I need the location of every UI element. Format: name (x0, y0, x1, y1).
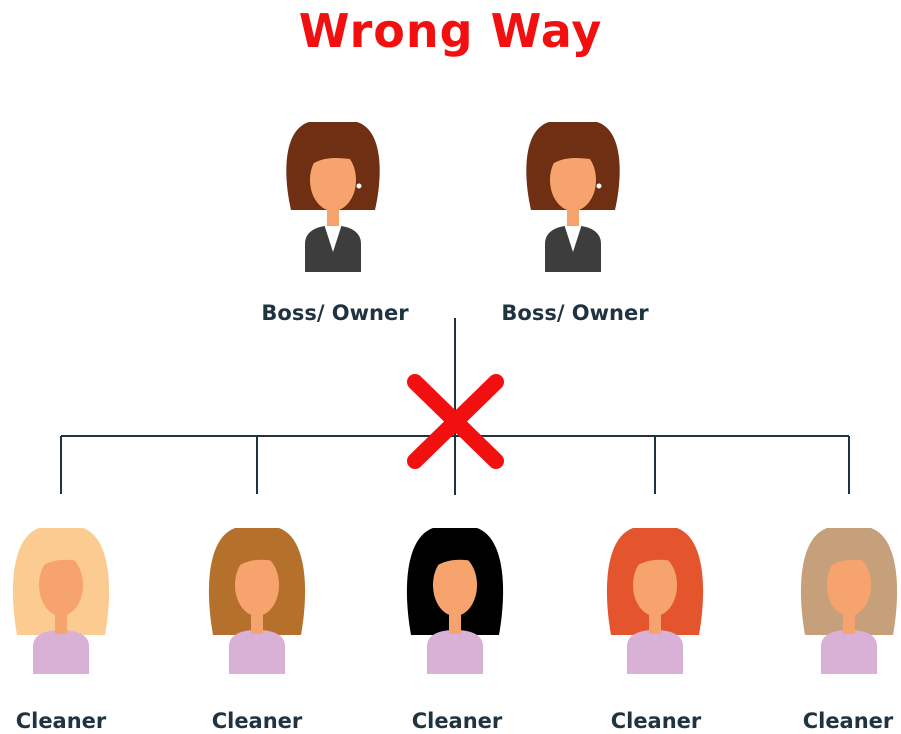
diagram-title: Wrong Way (298, 4, 603, 58)
cleaner-label-5: Cleaner (802, 709, 894, 733)
x-mark-icon (407, 374, 504, 469)
connector-lines (60, 318, 850, 495)
boss-avatar-2 (526, 122, 620, 272)
boss-avatar-1 (286, 122, 380, 272)
cleaner-avatar-5 (800, 528, 898, 674)
cleaner-avatar-4 (606, 528, 704, 674)
cleaner-avatar-2 (208, 528, 306, 674)
boss-label-2: Boss/ Owner (501, 301, 649, 325)
cleaner-label-1: Cleaner (15, 709, 107, 733)
cleaner-label-4: Cleaner (610, 709, 702, 733)
cleaner-label-2: Cleaner (211, 709, 303, 733)
boss-label-1: Boss/ Owner (261, 301, 409, 325)
cleaner-label-3: Cleaner (411, 709, 503, 733)
people (12, 122, 898, 674)
cleaner-avatar-3 (406, 528, 504, 674)
cleaner-avatar-1 (12, 528, 110, 674)
